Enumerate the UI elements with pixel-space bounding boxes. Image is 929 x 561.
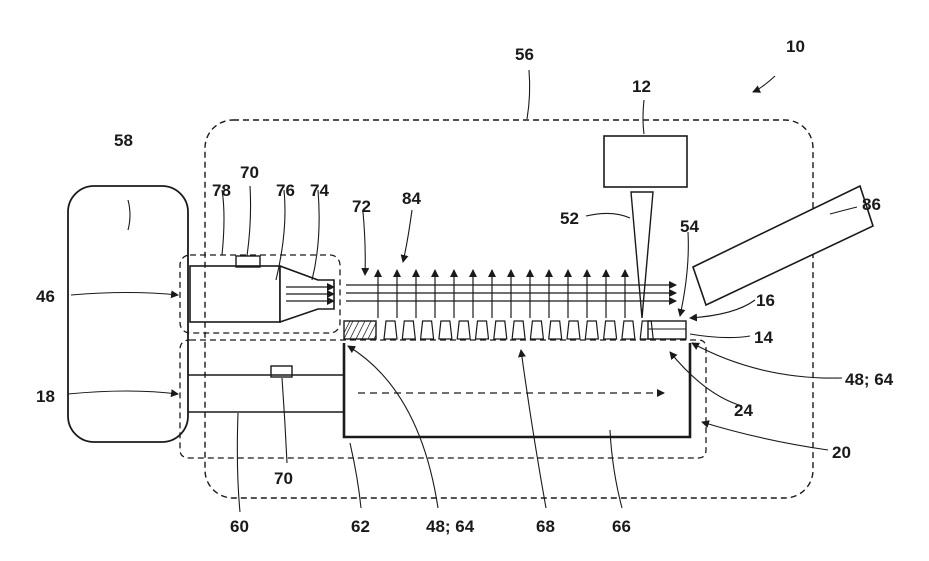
ref-46: 46 (36, 287, 55, 306)
inclined-unit (693, 186, 873, 305)
ref-20: 20 (832, 443, 851, 462)
ref-14: 14 (754, 328, 773, 347)
ref-62: 62 (351, 517, 370, 536)
ref-66: 66 (612, 517, 631, 536)
ref-10: 10 (786, 37, 805, 56)
ref-84: 84 (402, 189, 421, 208)
ref-48-64-right: 48; 64 (845, 370, 894, 389)
hatch-lines (344, 321, 376, 339)
ref-74: 74 (310, 181, 329, 200)
ref-68: 68 (536, 517, 555, 536)
nozzle-body (190, 266, 280, 322)
ref-70-bottom: 70 (274, 469, 293, 488)
upward-flow-arrows (378, 270, 625, 318)
bed-tooth (402, 321, 415, 339)
ref-70-top: 70 (240, 163, 259, 182)
build-chamber (344, 343, 690, 437)
bed-tooth (439, 321, 452, 339)
bed-tooth (421, 321, 434, 339)
ref-86: 86 (862, 195, 881, 214)
ref-72: 72 (352, 197, 371, 216)
bed-tooth (640, 321, 653, 339)
beam-source (604, 136, 687, 187)
ref-78: 78 (212, 181, 231, 200)
ref-18: 18 (36, 387, 55, 406)
bed-tooth (476, 321, 489, 339)
bed-tooth (549, 321, 562, 339)
ref-56: 56 (515, 45, 534, 64)
bed-tooth (567, 321, 580, 339)
ref-52: 52 (560, 209, 579, 228)
bed-tooth (384, 321, 397, 339)
beam-cone (631, 192, 653, 318)
bed-tooth (494, 321, 507, 339)
leader-lines (68, 70, 857, 512)
ref-24: 24 (734, 401, 753, 420)
ref-48-64-bottom: 48; 64 (426, 517, 475, 536)
ref-16: 16 (756, 291, 775, 310)
bed-tooth (604, 321, 617, 339)
lower-module-outline (180, 340, 706, 458)
ref-76: 76 (276, 181, 295, 200)
ref-58: 58 (114, 131, 133, 150)
bed-plate-right (648, 321, 686, 339)
bed-tooth (457, 321, 470, 339)
bed-teeth (384, 321, 653, 339)
bed-tooth (512, 321, 525, 339)
ref-60: 60 (230, 517, 249, 536)
bed-tooth (622, 321, 635, 339)
ref-12: 12 (632, 77, 651, 96)
bed-tooth (530, 321, 543, 339)
bed-tooth (585, 321, 598, 339)
ref-54: 54 (680, 217, 699, 236)
supply-unit (68, 186, 188, 442)
